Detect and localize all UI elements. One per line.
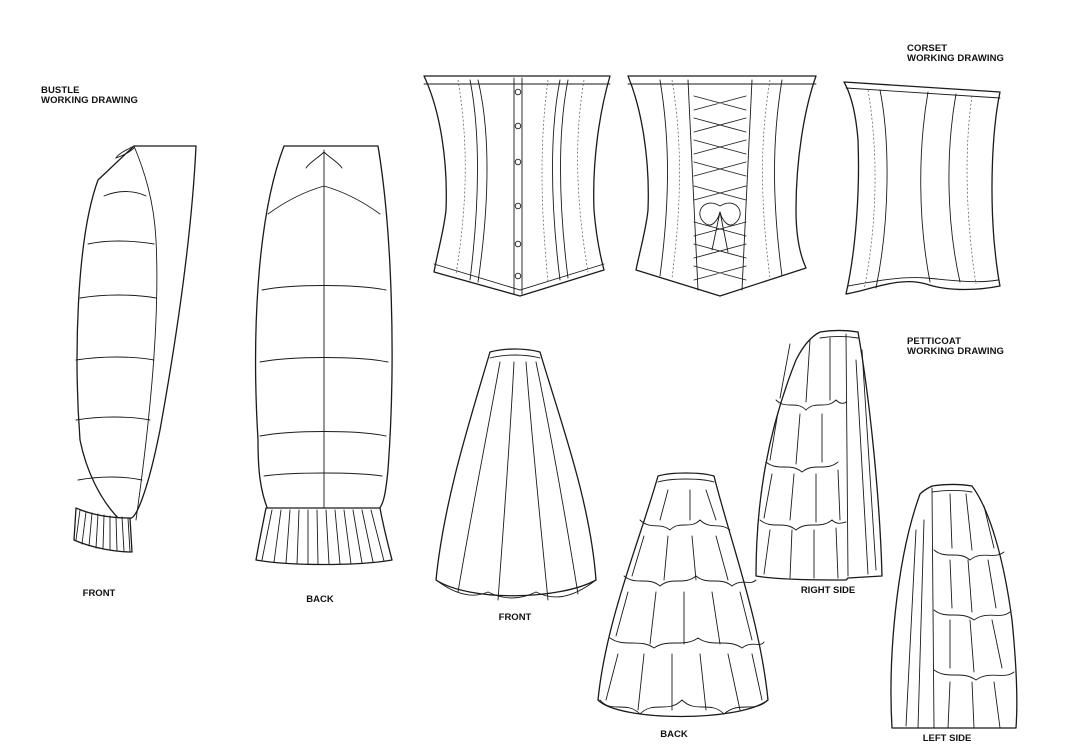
- corset-back-drawing: [627, 75, 817, 297]
- petticoat-left-side-caption: LEFT SIDE: [922, 733, 972, 744]
- bustle-front-caption: FRONT: [82, 588, 116, 599]
- corset-heading: CORSET WORKING DRAWING: [907, 44, 1004, 64]
- petticoat-back-caption: BACK: [660, 729, 688, 740]
- petticoat-front-drawing: [435, 348, 597, 601]
- corset-side-drawing: [843, 81, 1001, 295]
- corset-heading-line-1: CORSET: [907, 43, 948, 54]
- petticoat-right-side-caption: RIGHT SIDE: [800, 585, 856, 596]
- petticoat-heading: PETTICOAT WORKING DRAWING: [907, 337, 1004, 357]
- bustle-back-caption: BACK: [306, 594, 334, 605]
- petticoat-heading-line-2: WORKING DRAWING: [907, 346, 1005, 357]
- petticoat-heading-line-1: PETTICOAT: [907, 336, 962, 347]
- bustle-heading-line-2: WORKING DRAWING: [41, 95, 139, 106]
- bustle-front-drawing: [73, 145, 197, 553]
- corset-heading-line-2: WORKING DRAWING: [907, 53, 1005, 64]
- petticoat-left-side-drawing: [890, 483, 1018, 729]
- corset-front-drawing: [423, 75, 611, 297]
- bustle-back-drawing: [254, 145, 393, 566]
- petticoat-right-side-drawing: [755, 329, 883, 581]
- bustle-heading: BUSTLE WORKING DRAWING: [41, 86, 138, 106]
- petticoat-front-caption: FRONT: [498, 612, 532, 623]
- bustle-heading-line-1: BUSTLE: [41, 85, 80, 96]
- petticoat-back-drawing: [597, 472, 769, 718]
